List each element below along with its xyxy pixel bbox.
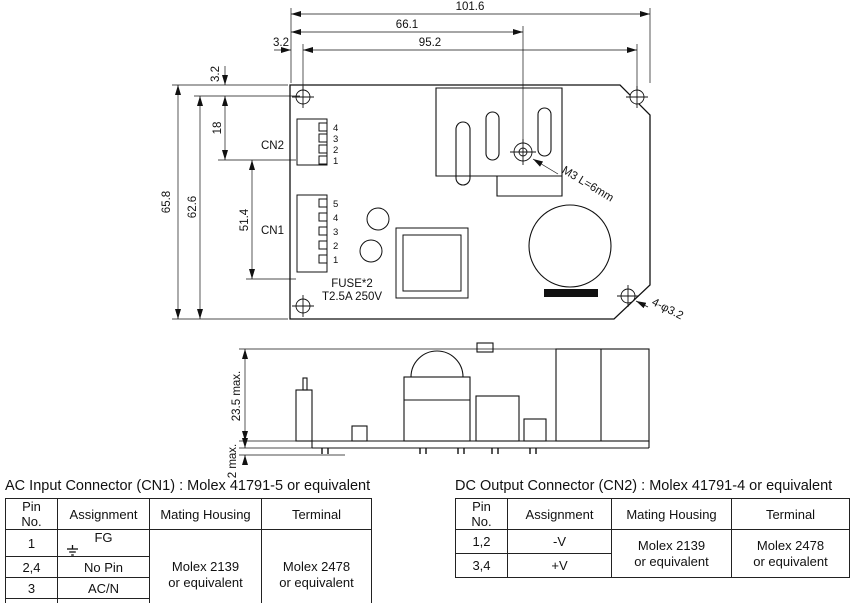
dim-side-height: 23.5 max. xyxy=(231,371,243,422)
col-header-mating: Mating Housing xyxy=(611,498,732,530)
side-dimension-texts: 23.5 max. 2 max. xyxy=(227,371,243,478)
col-header-pin: Pin No. xyxy=(455,498,508,530)
heatsink-slot-2 xyxy=(485,111,500,161)
cell-assignment: AC/L xyxy=(57,598,150,603)
fuse-2 xyxy=(359,239,383,263)
fuse-label-1: FUSE*2 xyxy=(331,278,373,290)
cn2-connector xyxy=(296,118,328,166)
side-pins xyxy=(321,448,537,454)
cn1-pin-label: 4 xyxy=(333,213,338,224)
cn1-connector xyxy=(296,194,328,273)
cn1-pin-label: 1 xyxy=(333,255,338,266)
dimension-lines xyxy=(172,8,651,320)
col-header-assignment: Assignment xyxy=(507,498,612,530)
capacitor xyxy=(528,204,612,288)
cn1-label: CN1 xyxy=(261,225,284,237)
cn2-pin-label: 2 xyxy=(333,145,338,156)
heatsink-slot-3 xyxy=(537,107,552,157)
cell-assignment: +V xyxy=(507,553,612,578)
cell-mating-housing: Molex 2139 or equivalent xyxy=(149,529,262,603)
col-header-mating: Mating Housing xyxy=(149,498,262,530)
side-transformer xyxy=(403,376,471,442)
heatsink xyxy=(435,87,563,197)
cell-terminal: Molex 2478 or equivalent xyxy=(731,529,850,578)
cell-pin: 1,2 xyxy=(455,529,508,554)
heatsink-slot-1 xyxy=(455,121,471,186)
capacitor-clamp xyxy=(544,289,598,297)
ac-table-title: AC Input Connector (CN1) : Molex 41791-5… xyxy=(5,478,371,494)
earth-ground-icon xyxy=(67,545,78,556)
cn1-pin-label: 2 xyxy=(333,241,338,252)
cn2-pin-label: 1 xyxy=(333,156,338,167)
mechanical-drawing: 101.6 66.1 95.2 3.2 65.8 62.6 3.2 18 51.… xyxy=(161,1,685,478)
table-row: 1 FG Molex 2139 or equivalent Molex 2478… xyxy=(5,529,372,603)
dim-total-h: 65.8 xyxy=(161,191,173,213)
table-header-row: Pin No. Assignment Mating Housing Termin… xyxy=(5,498,372,530)
dim-screw-x: 66.1 xyxy=(396,19,418,31)
col-header-terminal: Terminal xyxy=(731,498,850,530)
ac-input-table-block: AC Input Connector (CN1) : Molex 41791-5… xyxy=(5,478,372,603)
cell-assignment: FG xyxy=(57,529,150,557)
cell-pin: 5 xyxy=(5,598,58,603)
mounting-hole-bl xyxy=(292,295,314,317)
col-header-terminal: Terminal xyxy=(261,498,372,530)
dim-edge-x: 3.2 xyxy=(273,37,289,49)
dc-output-table-block: DC Output Connector (CN2) : Molex 41791-… xyxy=(455,478,850,578)
fuse-1 xyxy=(366,207,390,231)
table-header-row: Pin No. Assignment Mating Housing Termin… xyxy=(455,498,850,530)
transformer xyxy=(395,227,469,299)
m3-screw xyxy=(510,139,536,165)
cell-terminal: Molex 2478 or equivalent xyxy=(261,529,372,603)
col-header-assignment: Assignment xyxy=(57,498,150,530)
cn1-pin-label: 3 xyxy=(333,227,338,238)
table-row: 1,2 -V Molex 2139 or equivalent Molex 24… xyxy=(455,529,850,578)
cell-assignment: -V xyxy=(507,529,612,554)
mounting-hole-br xyxy=(617,285,639,307)
col-header-pin: Pin No. xyxy=(5,498,58,530)
table-row: 3,4 +V xyxy=(455,553,850,578)
dim-holes-h: 62.6 xyxy=(187,196,199,218)
fuse-label-2: T2.5A 250V xyxy=(322,291,382,303)
side-right-module xyxy=(555,348,650,442)
cn2-label: CN2 xyxy=(261,140,284,152)
cell-pin: 2,4 xyxy=(5,556,58,578)
dc-output-table: Pin No. Assignment Mating Housing Termin… xyxy=(455,498,850,578)
cell-pin: 1 xyxy=(5,529,58,557)
dim-cn1-y: 51.4 xyxy=(239,208,251,231)
ac-input-table: Pin No. Assignment Mating Housing Termin… xyxy=(5,498,372,603)
side-capacitor-dome xyxy=(410,350,464,378)
side-small-component-3 xyxy=(351,425,368,442)
side-small-component-1 xyxy=(476,342,494,353)
side-small-component-2 xyxy=(523,418,547,442)
assignment-text: FG xyxy=(94,530,113,545)
dc-table-title: DC Output Connector (CN2) : Molex 41791-… xyxy=(455,478,833,494)
dim-edge-y: 3.2 xyxy=(210,66,222,82)
side-input-connector xyxy=(295,377,313,442)
cell-assignment: No Pin xyxy=(57,556,150,578)
cn2-pin-label: 4 xyxy=(333,123,338,134)
dim-cn2-y: 18 xyxy=(212,122,224,135)
table-row: 5 AC/L xyxy=(5,598,372,603)
table-row: 2,4 No Pin xyxy=(5,556,372,578)
side-mid-component xyxy=(475,395,520,442)
top-view xyxy=(289,84,651,320)
side-view xyxy=(239,342,650,465)
cell-mating-housing: Molex 2139 or equivalent xyxy=(611,529,732,578)
cell-assignment: AC/N xyxy=(57,577,150,599)
side-pcb xyxy=(311,440,650,449)
corner-holes-callout: 4-φ3.2 xyxy=(650,296,685,322)
cn1-pin-label: 5 xyxy=(333,199,338,210)
dim-total-width: 101.6 xyxy=(456,1,485,13)
side-dimension-lines xyxy=(239,348,556,465)
dim-holes-x: 95.2 xyxy=(419,37,441,49)
cell-pin: 3,4 xyxy=(455,553,508,578)
dim-pin-protrusion: 2 max. xyxy=(227,444,239,478)
cn2-pin-label: 3 xyxy=(333,134,338,145)
cell-pin: 3 xyxy=(5,577,58,599)
